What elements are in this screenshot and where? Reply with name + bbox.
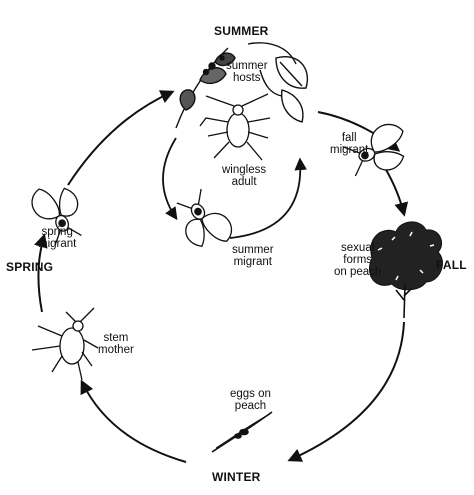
stem-mother-label: stem mother xyxy=(98,332,134,356)
sexual-forms-line-2: forms xyxy=(343,254,373,266)
winged-aphid-icon xyxy=(342,123,405,177)
arrow-fall-branch xyxy=(384,167,409,217)
summer-migrant-label: summer migrant xyxy=(232,244,274,268)
stem-mother-line-1: stem xyxy=(103,332,129,344)
arrow-inner-descend xyxy=(162,137,178,221)
eggs-line-2: peach xyxy=(234,400,267,412)
summer-loop-arrows xyxy=(162,137,307,239)
summer-migrant-line-2: migrant xyxy=(233,256,272,268)
season-spring-label: SPRING xyxy=(6,260,54,274)
outer-cycle-arrows xyxy=(34,90,409,463)
sexual-forms-line-1: sexual xyxy=(341,242,375,254)
arrow-stemmother-to-springmigrant xyxy=(34,233,48,313)
wingless-aphid-icon xyxy=(31,307,99,381)
arrow-winter-to-spring xyxy=(80,379,187,463)
season-winter-label: WINTER xyxy=(212,470,261,484)
eggs-on-peach-label: eggs on peach xyxy=(230,388,271,412)
peach-tree-icon xyxy=(369,221,443,319)
fall-migrant-line-1: fall xyxy=(341,132,357,144)
season-fall-label: FALL xyxy=(436,258,467,272)
wingless-aphid-icon xyxy=(199,93,271,161)
summer-hosts-label: summer hosts xyxy=(226,60,268,84)
fall-migrant-label: fall migrant xyxy=(330,132,368,156)
arrow-fall-to-winter xyxy=(287,321,405,462)
fall-migrant-line-2: migrant xyxy=(330,144,369,156)
arrow-inner-return xyxy=(229,157,307,239)
spring-migrant-line-2: migrant xyxy=(38,238,77,250)
season-summer-label: SUMMER xyxy=(214,24,269,38)
sexual-forms-label: sexual forms on peach xyxy=(334,242,381,278)
winged-aphid-icon xyxy=(176,188,233,248)
summer-hosts-line-1: summer xyxy=(226,60,268,72)
wingless-adult-line-2: adult xyxy=(231,176,257,188)
summer-hosts-line-2: hosts xyxy=(233,72,261,84)
spring-migrant-line-1: spring xyxy=(41,226,73,238)
peach-twig-icon xyxy=(211,411,273,453)
spring-migrant-label: spring migrant xyxy=(38,226,76,250)
sexual-forms-line-3: on peach xyxy=(334,266,382,278)
arrow-spring-to-summer xyxy=(67,90,175,186)
stem-mother-line-2: mother xyxy=(98,344,134,356)
wingless-adult-line-1: wingless xyxy=(222,164,267,176)
summer-migrant-line-1: summer xyxy=(232,244,274,256)
host-foliage-icon xyxy=(175,42,308,129)
eggs-line-1: eggs on xyxy=(230,388,271,400)
wingless-adult-label: wingless adult xyxy=(222,164,266,188)
winged-aphid-icon xyxy=(31,187,82,246)
